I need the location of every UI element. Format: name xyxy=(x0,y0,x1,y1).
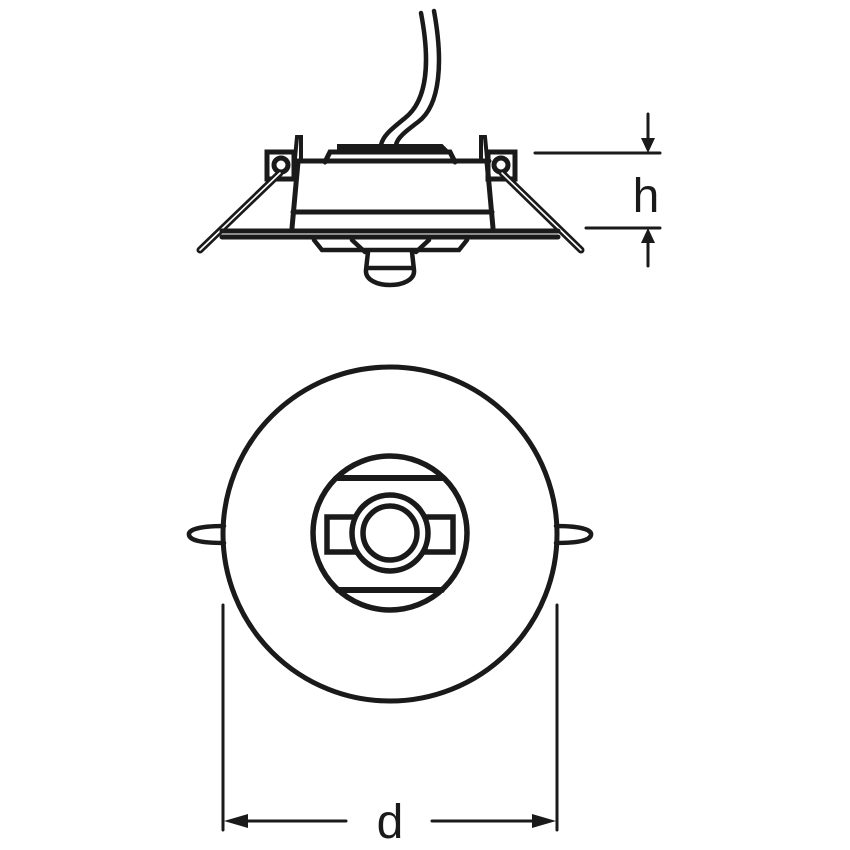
left-spring-arm xyxy=(196,169,284,254)
lens-dome xyxy=(363,249,417,288)
side-view xyxy=(196,8,662,288)
lens-module xyxy=(310,453,470,613)
lens-holder xyxy=(311,237,470,255)
height-arrow-up-icon xyxy=(641,228,655,243)
right-spring-tab xyxy=(553,523,594,546)
diameter-label: d xyxy=(377,796,404,849)
top-view xyxy=(186,364,594,832)
power-cable xyxy=(378,8,442,148)
height-arrow-down-icon xyxy=(641,138,655,153)
diameter-arrow-left-icon xyxy=(224,814,248,828)
right-spring-arm xyxy=(498,169,585,254)
diameter-dimension xyxy=(221,603,559,832)
lens xyxy=(360,503,420,563)
left-spring-tab xyxy=(186,523,227,546)
top-cap xyxy=(322,144,458,165)
height-label: h xyxy=(633,170,660,223)
housing xyxy=(289,158,496,231)
diameter-arrow-right-icon xyxy=(532,814,556,828)
trim-ring xyxy=(220,364,560,704)
height-dimension xyxy=(533,112,662,268)
trim-flange xyxy=(219,228,561,240)
clip-posts xyxy=(293,135,489,160)
